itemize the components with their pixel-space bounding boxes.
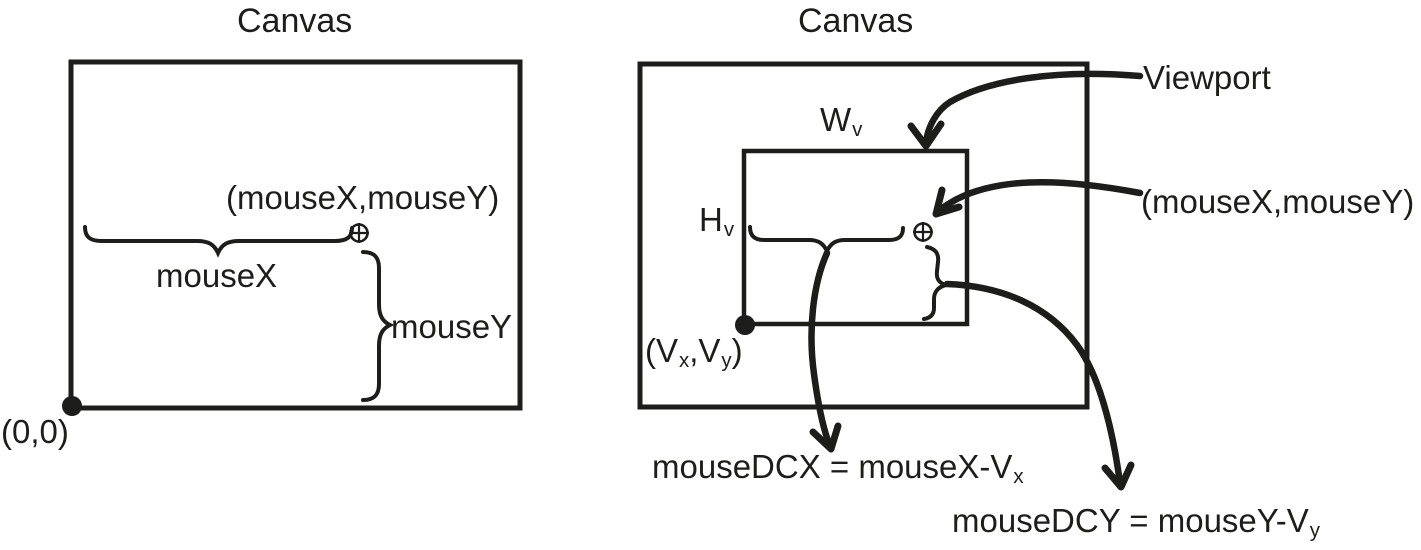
viewport-rect <box>741 148 970 327</box>
viewport-origin-label: (Vx,Vy) <box>645 332 743 372</box>
mousex-label: mouseX <box>156 257 278 294</box>
mousey-label: mouseY <box>391 308 513 345</box>
dcy-brace <box>922 245 954 321</box>
dcx-arrow <box>808 249 842 453</box>
mousedcy-formula-text: mouseDCY = mouseY-V <box>952 502 1309 539</box>
mousedcx-formula-text: mouseDCX = mouseX-V <box>652 448 1013 485</box>
viewport-origin-dot-icon <box>735 315 755 335</box>
left-canvas-rect <box>68 59 523 411</box>
mousedcy-formula: mouseDCY = mouseY-Vy <box>952 502 1320 542</box>
dcy-arrow <box>943 280 1135 491</box>
right-mouse-point-label: (mouseX,mouseY) <box>1141 183 1415 220</box>
viewport-height-sub: v <box>723 217 735 241</box>
viewport-origin-close: ) <box>731 332 743 369</box>
viewport-origin-open: (V <box>645 332 678 369</box>
right-canvas-rect <box>637 61 1090 410</box>
viewport-origin-comma: ,V <box>689 332 721 369</box>
viewport-callout-label: Viewport <box>1143 59 1271 96</box>
viewport-origin-sub-y: y <box>721 348 732 372</box>
left-mouse-point-label: (mouseX,mouseY) <box>226 179 500 216</box>
viewport-arrow <box>907 70 1144 150</box>
mousedcx-formula: mouseDCX = mouseX-Vx <box>652 448 1024 488</box>
left-canvas-title: Canvas <box>237 2 353 40</box>
right-canvas-title: Canvas <box>798 2 914 40</box>
mousex-brace <box>83 225 354 258</box>
viewport-width-base: W <box>820 101 852 138</box>
right-crosshair-icon <box>913 222 933 242</box>
dcx-brace <box>748 225 905 256</box>
mouse-point-arrow <box>932 178 1144 218</box>
viewport-height-base: H <box>699 201 723 238</box>
mousedcx-formula-sub: x <box>1013 464 1024 488</box>
viewport-width-sub: v <box>852 117 863 141</box>
viewport-height-label: Hv <box>699 201 735 241</box>
viewport-origin-sub-x: x <box>679 348 690 372</box>
mousey-brace <box>361 250 395 402</box>
mousedcy-formula-sub: y <box>1309 518 1320 542</box>
left-origin-dot-icon <box>62 396 82 416</box>
canvas-origin-label: (0,0) <box>1 413 69 450</box>
viewport-width-label: Wv <box>820 101 863 141</box>
